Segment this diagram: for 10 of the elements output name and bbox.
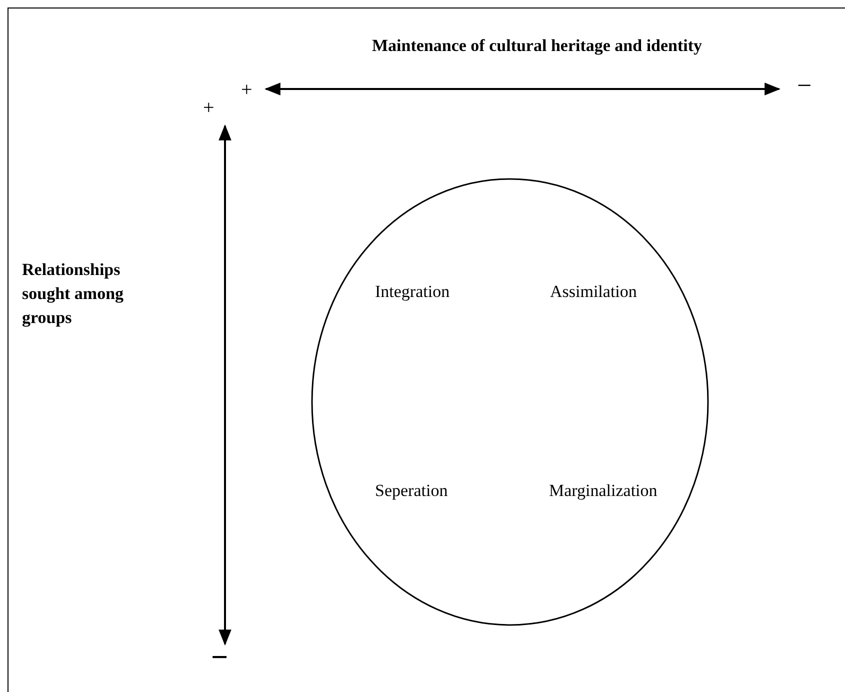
minus-sign: −	[211, 648, 228, 668]
minus-sign: −	[797, 76, 812, 96]
axis-label: Maintenance of cultural heritage and identity	[372, 36, 702, 56]
quadrant-label: Integration	[375, 282, 450, 302]
quadrant-label: Marginalization	[549, 481, 658, 501]
plus-sign: +	[241, 80, 252, 100]
axis-label: Relationships sought among groups	[22, 259, 125, 329]
plus-sign: +	[203, 98, 214, 118]
quadrant-label: Assimilation	[550, 282, 637, 302]
quadrant-label: Seperation	[375, 481, 448, 501]
